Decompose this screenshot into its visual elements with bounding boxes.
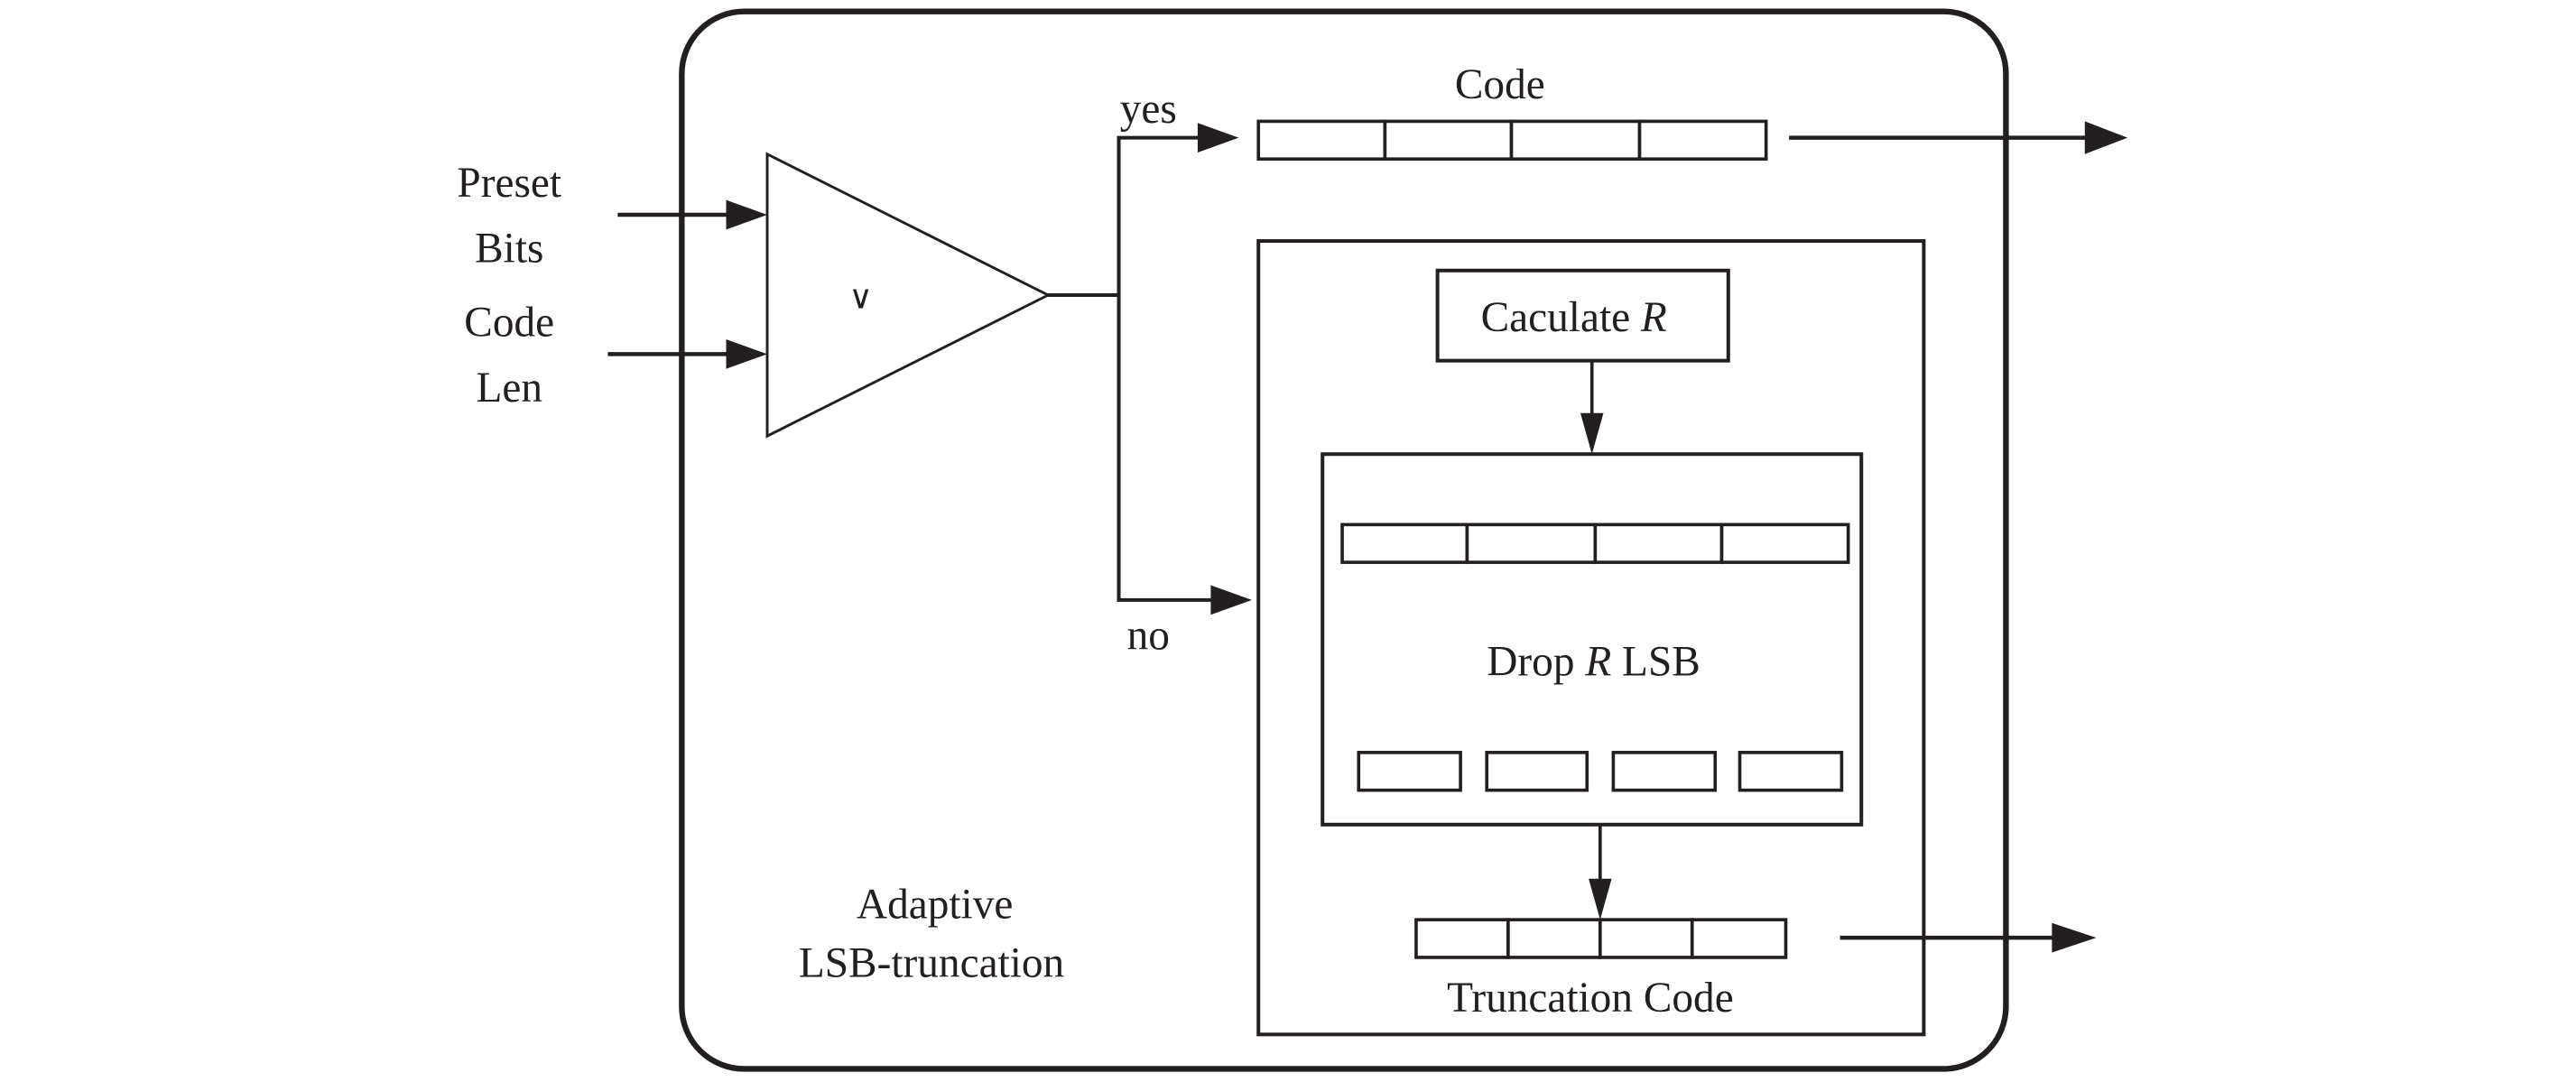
no-label: no (1127, 612, 1170, 659)
input-label-len: Len (476, 365, 542, 412)
calculate-r-label: Caculate R (1481, 294, 1667, 341)
drop-input-register (1340, 523, 1850, 564)
drop-r-lsb-label: Drop R LSB (1487, 639, 1700, 686)
input-label-bits: Bits (475, 226, 543, 273)
input-label-preset: Preset (457, 160, 561, 207)
truncation-register-cell (1690, 918, 1788, 959)
comparator-symbol: ∨ (848, 279, 873, 316)
truncation-register-cell (1506, 918, 1602, 959)
drop-input-cell (1719, 523, 1850, 564)
code-register-cell (1637, 119, 1768, 162)
drop-output-cell (1485, 751, 1589, 792)
drop-output-cell (1357, 751, 1462, 792)
drop-input-cell (1340, 523, 1469, 564)
drop-output-cells (1357, 751, 1844, 792)
yes-branch-line (1117, 135, 1203, 295)
no-branch-arrowhead (1210, 585, 1252, 615)
calculate-r-block (1435, 268, 1730, 363)
truncation-register (1414, 918, 1788, 959)
truncation-register-cell (1414, 918, 1510, 959)
drop-text-before: Drop (1487, 639, 1585, 686)
code-register (1256, 119, 1768, 162)
code-output-arrowhead (2084, 121, 2128, 154)
drop-output-cell (1737, 751, 1844, 792)
comparator-triangle (765, 152, 1052, 439)
no-branch-line (1117, 295, 1216, 602)
drop-text-after: LSB (1611, 639, 1700, 686)
truncation-container (1256, 239, 1926, 1037)
truncation-register-cell (1598, 918, 1694, 959)
calculate-r-text: Caculate (1481, 294, 1641, 341)
drop-output-cell (1611, 751, 1718, 792)
code-register-cell (1256, 119, 1387, 162)
yes-label: yes (1120, 86, 1177, 133)
code-len-arrowhead (726, 339, 768, 369)
calculate-r-variable: R (1640, 294, 1667, 341)
drop-to-truncation-arrowhead (1589, 878, 1612, 920)
code-register-cell (1509, 119, 1642, 162)
drop-input-cell (1593, 523, 1724, 564)
module-boundary (679, 8, 2009, 1072)
yes-branch-arrowhead (1197, 123, 1239, 153)
drop-input-cell (1465, 523, 1598, 564)
calc-to-drop-arrowhead (1580, 412, 1604, 455)
truncation-output-arrowhead (2052, 922, 2097, 953)
code-register-label: Code (1455, 61, 1545, 108)
truncation-code-label: Truncation Code (1447, 975, 1734, 1022)
drop-variable: R (1584, 639, 1611, 686)
module-label-line1: Adaptive (857, 881, 1013, 928)
module-label-line2: LSB-truncation (799, 940, 1064, 987)
code-register-cell (1383, 119, 1514, 162)
preset-bits-arrowhead (726, 199, 768, 230)
input-label-code: Code (464, 299, 554, 346)
